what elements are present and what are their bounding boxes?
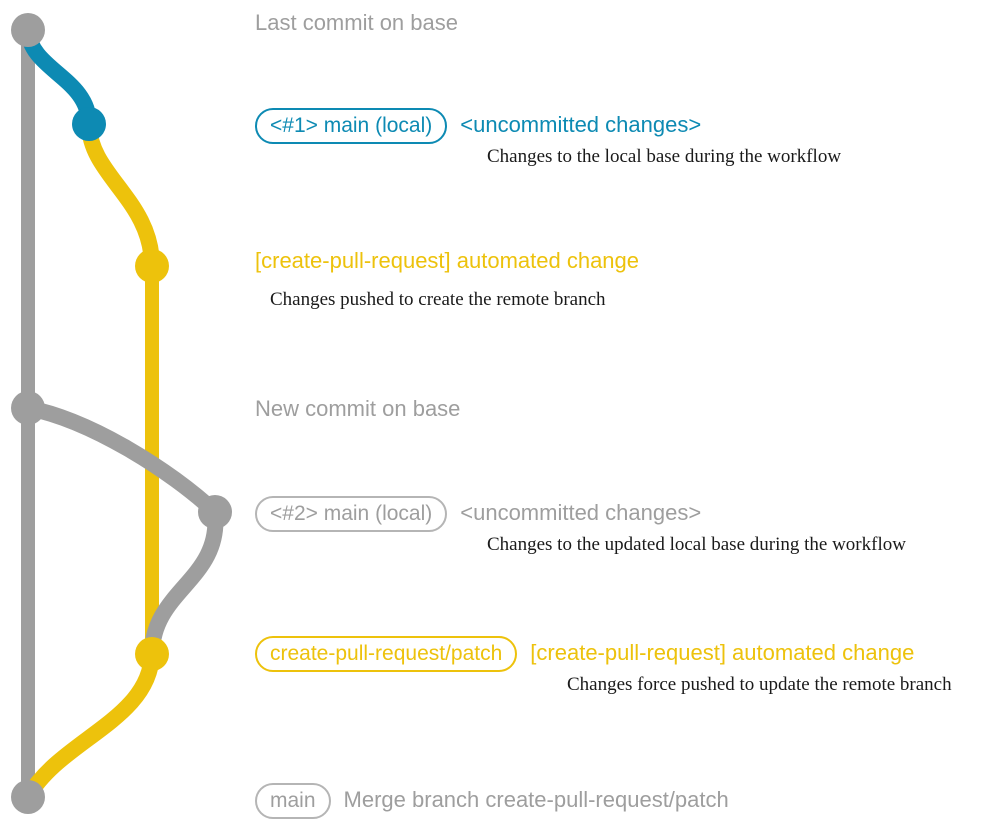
commit-row-remote-1: [create-pull-request] automated change: [255, 250, 639, 272]
commit-row-base-top: Last commit on base: [255, 12, 458, 34]
commit-subject-base-top: Last commit on base: [255, 10, 458, 35]
branch-ref-badge-remote-2[interactable]: create-pull-request/patch: [255, 636, 518, 672]
commit-description-local-2: Changes to the updated local base during…: [487, 534, 906, 555]
node-local-2: [198, 495, 232, 529]
commit-subject-remote-1: [create-pull-request] automated change: [255, 248, 640, 273]
commit-row-remote-2: create-pull-request/patch [create-pull-r…: [255, 636, 914, 672]
commit-subject-remote-2: [create-pull-request] automated change: [530, 640, 915, 665]
edge-remote-2-to-merge: [20, 646, 160, 805]
commit-row-local-1: <#1> main (local) <uncommitted changes>: [255, 108, 701, 144]
commit-subject-local-2: <uncommitted changes>: [460, 500, 702, 525]
edge-base-new-to-local-2: [20, 400, 223, 520]
commit-description-remote-2: Changes force pushed to update the remot…: [567, 674, 952, 695]
commit-row-merge: main Merge branch create-pull-request/pa…: [255, 783, 729, 819]
commit-subject-local-1: <uncommitted changes>: [460, 112, 702, 137]
edge-base-to-local-1: [20, 22, 97, 132]
node-local-1: [72, 107, 106, 141]
node-remote-2: [135, 637, 169, 671]
node-base-top: [11, 13, 45, 47]
branch-ref-badge-local-2[interactable]: <#2> main (local): [255, 496, 448, 532]
edge-local-2-to-remote-2: [144, 504, 224, 662]
commit-description-local-1: Changes to the local base during the wor…: [487, 146, 842, 167]
node-remote-1: [135, 249, 169, 283]
commit-subject-base-new: New commit on base: [255, 396, 461, 421]
commit-row-local-2: <#2> main (local) <uncommitted changes>: [255, 496, 701, 532]
edge-local-1-to-remote-1: [81, 116, 160, 274]
branch-ref-badge-main[interactable]: main: [255, 783, 331, 819]
commit-row-base-new: New commit on base: [255, 398, 460, 420]
commit-subject-merge: Merge branch create-pull-request/patch: [343, 787, 729, 812]
branch-ref-badge-local-1[interactable]: <#1> main (local): [255, 108, 448, 144]
node-base-new: [11, 391, 45, 425]
node-merge: [11, 780, 45, 814]
commit-description-remote-1: Changes pushed to create the remote bran…: [270, 289, 606, 310]
